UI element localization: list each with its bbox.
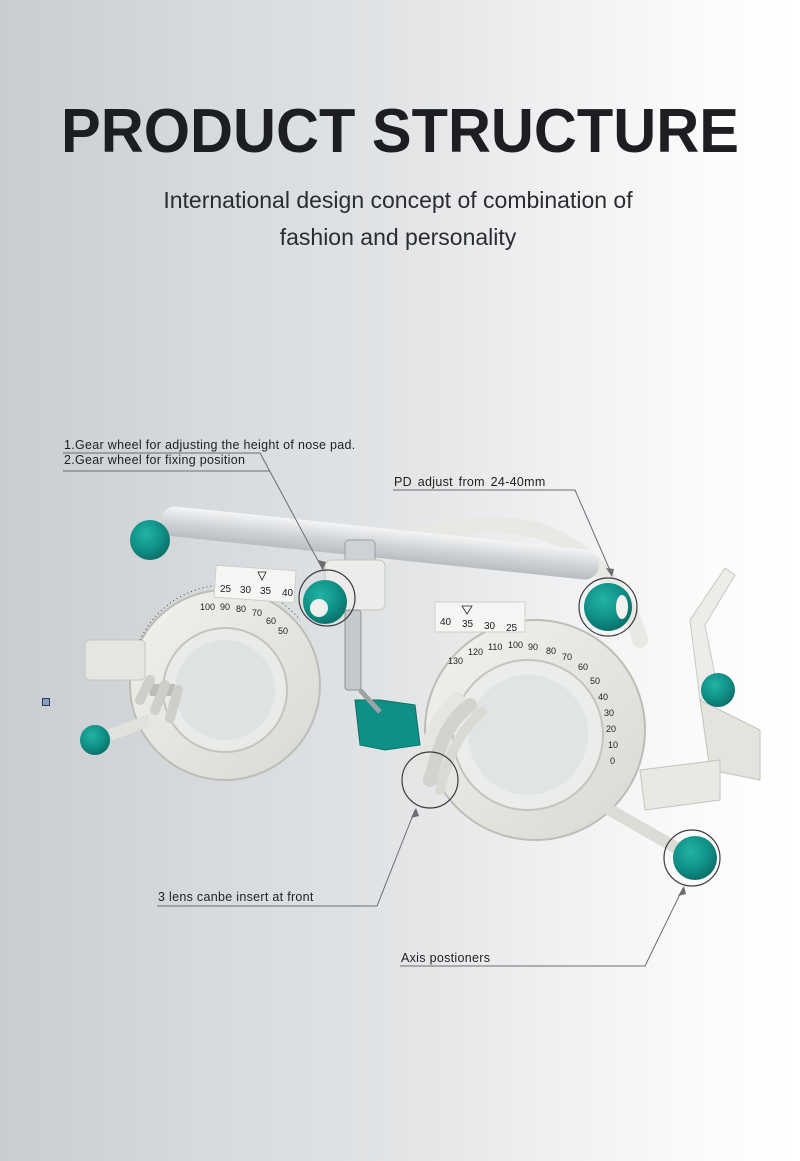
- svg-text:130: 130: [448, 656, 463, 666]
- left-pd-tick-40: 40: [282, 588, 294, 599]
- callout-lens-insert: 3 lens canbe insert at front: [158, 890, 314, 904]
- page-title: PRODUCT STRUCTURE: [61, 97, 739, 166]
- svg-text:40: 40: [598, 692, 608, 702]
- right-pd-tick-30: 30: [484, 621, 496, 632]
- left-pd-tick-30: 30: [240, 585, 252, 596]
- svg-text:0: 0: [610, 756, 615, 766]
- callout-pd-adjust: PD adjust from 24-40mm: [394, 475, 546, 489]
- left-lens-cell: 25 30 35 40 100 90 80 70 60 50: [80, 564, 321, 781]
- svg-text:90: 90: [220, 602, 230, 612]
- svg-text:30: 30: [604, 708, 614, 718]
- left-pd-tick-25: 25: [220, 584, 232, 595]
- svg-text:120: 120: [468, 647, 483, 657]
- callout-gear-wheel-fixing: 2.Gear wheel for fixing position: [64, 453, 246, 467]
- right-lens-cell: 40 35 30 25 130 120 110 100 90 80 70 60 …: [401, 601, 735, 887]
- svg-text:100: 100: [508, 640, 523, 650]
- svg-text:50: 50: [278, 626, 288, 636]
- svg-text:50: 50: [590, 676, 600, 686]
- svg-text:70: 70: [562, 652, 572, 662]
- svg-text:100: 100: [200, 602, 215, 612]
- svg-text:10: 10: [608, 740, 618, 750]
- svg-text:20: 20: [606, 724, 616, 734]
- svg-text:60: 60: [578, 662, 588, 672]
- rod-end-ball-left: [130, 520, 170, 560]
- callout-axis-positioners: Axis postioners: [401, 951, 491, 965]
- nose-bridge: [324, 539, 421, 751]
- svg-text:80: 80: [236, 604, 246, 614]
- callout-lines: [63, 452, 684, 967]
- callout-gear-wheel-nose-pad: 1.Gear wheel for adjusting the height of…: [64, 438, 356, 452]
- small-square-marker: [42, 698, 50, 706]
- svg-text:110: 110: [488, 642, 502, 652]
- subtitle-line-2: fashion and personality: [279, 224, 517, 250]
- right-pd-tick-25: 25: [506, 623, 518, 634]
- svg-text:70: 70: [252, 608, 262, 618]
- right-pd-tick-35: 35: [462, 619, 474, 630]
- left-pd-tick-35: 35: [260, 586, 272, 597]
- svg-text:60: 60: [266, 616, 276, 626]
- svg-text:80: 80: [546, 646, 556, 656]
- svg-text:90: 90: [528, 642, 538, 652]
- pd-rod: [161, 506, 599, 580]
- subtitle-line-1: International design concept of combinat…: [163, 187, 633, 213]
- right-pd-tick-40: 40: [440, 617, 452, 628]
